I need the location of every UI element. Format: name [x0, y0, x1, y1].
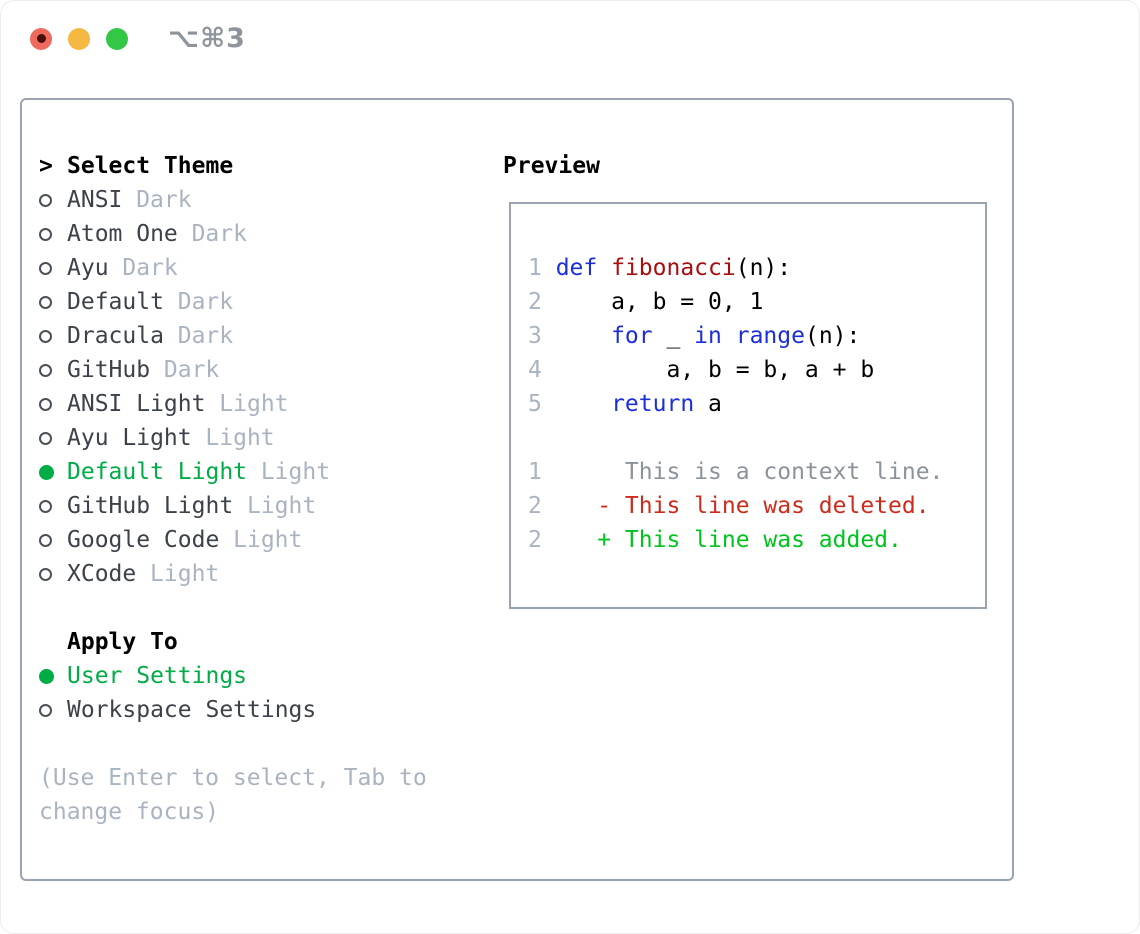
theme-tag: Dark: [163, 357, 220, 383]
theme-option[interactable]: Atom One Dark: [39, 217, 427, 251]
apply-to-header-row: Apply To: [39, 625, 427, 659]
window-title: ⌥⌘3: [168, 23, 246, 54]
radio-icon[interactable]: [39, 329, 52, 343]
radio-icon[interactable]: [39, 533, 52, 547]
radio-icon[interactable]: [39, 397, 52, 411]
preview-line: 2 a, b = 0, 1: [528, 285, 985, 319]
help-text-line-1: (Use Enter to select, Tab to: [39, 765, 427, 791]
theme-tag: Dark: [191, 221, 247, 247]
theme-option[interactable]: Google Code Light: [39, 523, 427, 557]
line-number: 2: [528, 289, 542, 315]
preview-line: 2 + This line was added.: [528, 523, 985, 557]
radio-icon[interactable]: [39, 363, 52, 377]
radio-icon[interactable]: [39, 261, 52, 275]
apply-to-name: User Settings: [67, 663, 248, 689]
theme-name: Default: [67, 289, 164, 315]
radio-icon[interactable]: [39, 499, 52, 513]
theme-option[interactable]: ANSI Light Light: [39, 387, 427, 421]
theme-name: Ayu: [67, 255, 109, 281]
theme-name: Google Code: [67, 527, 220, 553]
spacer: [39, 727, 427, 761]
radio-icon[interactable]: [39, 703, 52, 717]
line-number: 2: [528, 527, 542, 553]
theme-tag: Light: [150, 561, 220, 587]
theme-tag: Light: [219, 391, 289, 417]
minimize-button[interactable]: [68, 27, 90, 50]
theme-tag: Dark: [122, 255, 178, 281]
help-text-line-2: change focus): [39, 799, 220, 825]
preview-title: Preview: [503, 153, 600, 179]
preview-line: 4 a, b = b, a + b: [528, 353, 985, 387]
select-theme-title: Select Theme: [67, 153, 234, 179]
theme-option[interactable]: Default Dark: [39, 285, 427, 319]
apply-to-option[interactable]: User Settings: [39, 659, 427, 693]
theme-tag: Light: [260, 459, 331, 485]
preview-line: [528, 421, 985, 455]
theme-name: Atom One: [67, 221, 178, 247]
selector-pane: > Select Theme ANSI Dark Atom One Dark A…: [39, 149, 427, 829]
line-number: 3: [528, 323, 542, 349]
theme-name: Dracula: [67, 323, 164, 349]
theme-tag: Light: [246, 493, 317, 519]
title-bar: ⌥⌘3: [1, 1, 1139, 76]
line-number: 5: [528, 391, 542, 417]
theme-tag: Light: [233, 527, 303, 553]
line-number: 2: [528, 493, 542, 519]
close-button[interactable]: [30, 27, 52, 50]
apply-to-option[interactable]: Workspace Settings: [39, 693, 427, 727]
preview-line: 3 for _ in range(n):: [528, 319, 985, 353]
theme-name: XCode: [67, 561, 137, 587]
theme-picker-panel: > Select Theme ANSI Dark Atom One Dark A…: [20, 98, 1014, 881]
radio-icon[interactable]: [39, 431, 52, 445]
theme-option[interactable]: Default Light Light: [39, 455, 427, 489]
theme-name: GitHub Light: [67, 493, 234, 519]
line-number: 4: [528, 357, 542, 383]
radio-icon[interactable]: [39, 567, 52, 581]
theme-option[interactable]: Ayu Light Light: [39, 421, 427, 455]
theme-tag: Dark: [177, 289, 234, 315]
apply-to-title: Apply To: [67, 629, 178, 655]
theme-name: ANSI Light: [67, 391, 206, 417]
preview-line: 1 This is a context line.: [528, 455, 985, 489]
theme-tag: Dark: [177, 323, 234, 349]
line-number: 1: [528, 459, 542, 485]
spacer: [39, 591, 427, 625]
radio-icon[interactable]: [39, 295, 52, 309]
radio-icon[interactable]: [39, 668, 54, 684]
theme-option[interactable]: ANSI Dark: [39, 183, 427, 217]
theme-option[interactable]: Ayu Dark: [39, 251, 427, 285]
theme-tag: Dark: [136, 187, 192, 213]
select-theme-header-row: > Select Theme: [39, 149, 427, 183]
theme-name: Default Light: [67, 459, 248, 485]
theme-option[interactable]: GitHub Light Light: [39, 489, 427, 523]
radio-icon[interactable]: [39, 193, 52, 207]
theme-option[interactable]: XCode Light: [39, 557, 427, 591]
theme-list: ANSI Dark Atom One Dark Ayu Dark Default…: [39, 183, 427, 591]
theme-tag: Light: [205, 425, 275, 451]
zoom-button[interactable]: [106, 27, 128, 50]
theme-option[interactable]: Dracula Dark: [39, 319, 427, 353]
prompt-icon: >: [39, 153, 53, 179]
radio-icon[interactable]: [39, 227, 52, 241]
line-number: 1: [528, 255, 542, 281]
theme-option[interactable]: GitHub Dark: [39, 353, 427, 387]
preview-line: 5 return a: [528, 387, 985, 421]
theme-name: Ayu Light: [67, 425, 192, 451]
theme-name: ANSI: [67, 187, 123, 213]
apply-to-name: Workspace Settings: [67, 697, 317, 723]
apply-to-list: User Settings Workspace Settings: [39, 659, 427, 727]
radio-icon[interactable]: [39, 464, 54, 480]
theme-name: GitHub: [67, 357, 151, 383]
preview-line: 2 - This line was deleted.: [528, 489, 985, 523]
